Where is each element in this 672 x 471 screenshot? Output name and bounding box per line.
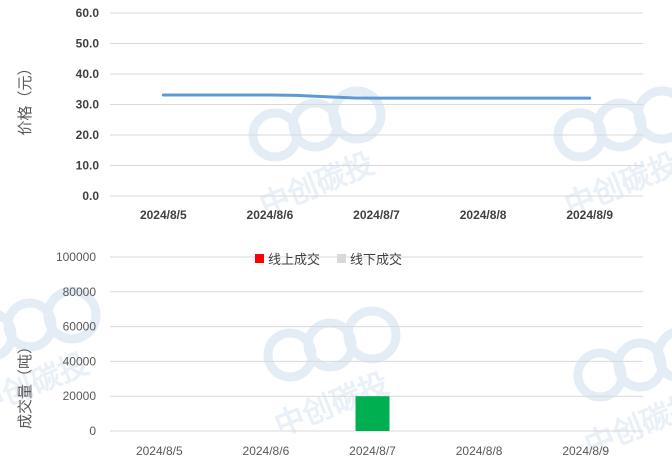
volume-x-tick: 2024/8/5	[136, 444, 183, 458]
legend-swatch-offline	[337, 254, 346, 263]
price-y-tick: 50.0	[76, 37, 100, 51]
volume-x-tick: 2024/8/7	[349, 444, 396, 458]
price-x-tick: 2024/8/8	[460, 208, 507, 222]
price-y-tick: 10.0	[76, 159, 100, 173]
volume-x-tick: 2024/8/8	[456, 444, 503, 458]
volume-x-tick: 2024/8/6	[243, 444, 290, 458]
watermark-logo: 中创碳投	[248, 86, 386, 224]
volume-y-tick: 0	[89, 424, 96, 438]
price-y-tick: 30.0	[76, 98, 100, 112]
price-x-tick: 2024/8/6	[247, 208, 294, 222]
volume-y-axis-label: 成交量（吨）	[16, 339, 34, 429]
volume-y-tick: 100000	[56, 250, 96, 264]
price-x-tick: 2024/8/7	[353, 208, 400, 222]
price-x-tick: 2024/8/9	[566, 208, 613, 222]
price-x-tick-labels: 2024/8/5 2024/8/6 2024/8/7 2024/8/8 2024/8/9	[140, 208, 613, 222]
price-y-tick: 0.0	[82, 189, 99, 203]
volume-y-tick-labels: 0 20000 40000 60000 80000 100000	[56, 250, 96, 438]
price-gridlines	[110, 12, 643, 197]
volume-y-tick: 40000	[63, 354, 97, 368]
price-y-tick-labels: 0.0 10.0 20.0 30.0 40.0 50.0 60.0	[76, 6, 100, 203]
volume-y-tick: 20000	[63, 389, 97, 403]
volume-legend: 线上成交 线下成交	[255, 252, 402, 268]
volume-bars	[355, 396, 390, 431]
price-y-tick: 40.0	[76, 67, 100, 81]
volume-x-tick-labels: 2024/8/5 2024/8/6 2024/8/7 2024/8/8 2024/8/9	[136, 444, 609, 458]
price-x-tick: 2024/8/5	[140, 208, 187, 222]
legend-swatch-online	[255, 254, 264, 263]
legend-label-offline: 线下成交	[350, 252, 402, 268]
volume-bar	[355, 396, 390, 431]
volume-y-tick: 80000	[63, 285, 97, 299]
volume-y-tick: 60000	[63, 320, 97, 334]
price-series-line	[161, 93, 592, 100]
volume-x-tick: 2024/8/9	[562, 444, 609, 458]
price-y-tick: 60.0	[76, 6, 100, 20]
price-y-axis-label: 价格（元）	[16, 60, 34, 135]
watermark-logo: 中创碳投	[553, 86, 672, 224]
price-y-tick: 20.0	[76, 128, 100, 142]
watermark-layer: 中创碳投中创碳投中创碳投中创碳投中创碳投	[0, 86, 672, 464]
legend-label-online: 线上成交	[268, 252, 320, 268]
